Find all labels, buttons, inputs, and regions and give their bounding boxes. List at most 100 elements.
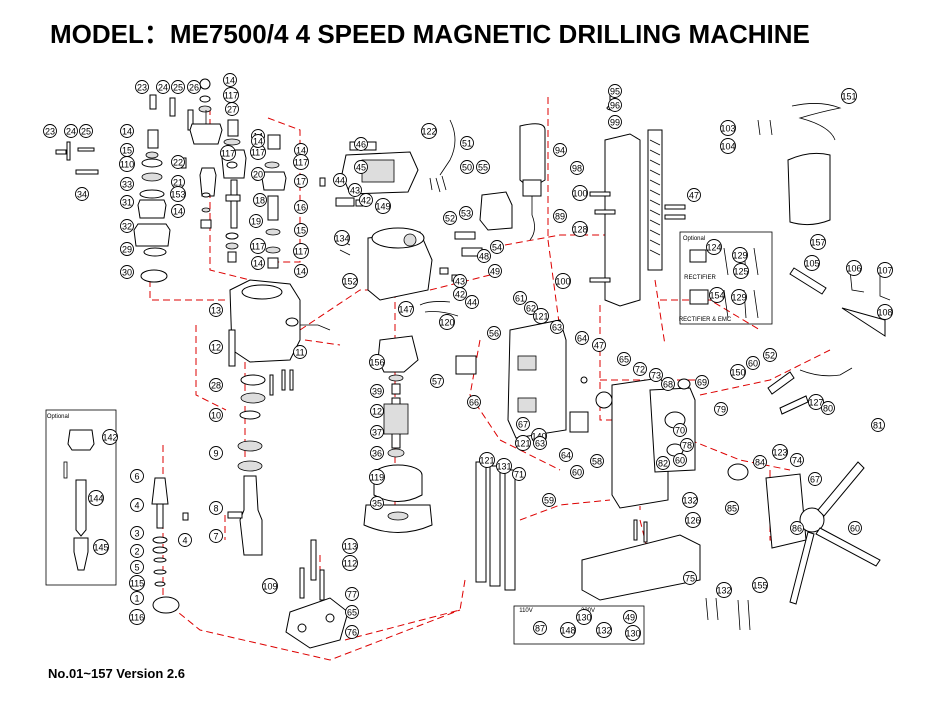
callout-109: 109 [262, 578, 278, 594]
callout-8: 8 [209, 501, 223, 515]
callout-number: 69 [697, 378, 707, 388]
callout-44: 44 [465, 295, 479, 309]
page-title: MODEL：ME7500/4 4 SPEED MAGNETIC DRILLING… [50, 19, 810, 49]
callout-9: 9 [209, 446, 223, 460]
callout-104: 104 [720, 138, 736, 154]
callout-78: 78 [680, 438, 694, 452]
callout-14: 14 [223, 73, 237, 87]
callout-number: 62 [526, 304, 536, 314]
callout-number: 113 [343, 542, 357, 552]
callout-124: 124 [706, 239, 722, 255]
callout-65: 65 [345, 605, 359, 619]
callout-65: 65 [617, 352, 631, 366]
callout-155: 155 [752, 577, 768, 593]
callout-69: 69 [695, 375, 709, 389]
callout-59: 59 [542, 493, 556, 507]
callout-12: 12 [209, 340, 223, 354]
callout-1: 1 [130, 591, 144, 605]
callout-number: 46 [356, 140, 366, 150]
callout-12: 12 [370, 404, 384, 418]
callout-number: 95 [610, 87, 620, 97]
callout-17: 17 [294, 174, 308, 188]
callout-number: 14 [173, 207, 183, 217]
callout-63: 63 [550, 320, 564, 334]
callout-130: 130 [625, 625, 641, 641]
gearbox-housing-group [151, 279, 331, 614]
callout-27: 27 [225, 102, 239, 116]
callout-115: 115 [129, 575, 145, 591]
footer-version: No.01~157 Version 2.6 [48, 666, 185, 681]
callout-60: 60 [848, 521, 862, 535]
callout-number: 77 [347, 590, 357, 600]
callout-4: 4 [178, 533, 192, 547]
callout-129: 129 [731, 289, 747, 305]
callout-number: 156 [369, 358, 384, 368]
callout-119: 119 [369, 469, 385, 485]
callout-number: 117 [251, 242, 265, 252]
callout-number: 154 [709, 291, 724, 301]
callout-22: 22 [171, 155, 185, 169]
callout-145: 145 [93, 539, 109, 555]
callout-number: 10 [211, 411, 221, 421]
callout-43: 43 [453, 274, 467, 288]
callout-123: 123 [772, 444, 788, 460]
callout-number: 119 [370, 473, 384, 483]
callout-70: 70 [673, 423, 687, 437]
callout-number: 12 [372, 407, 382, 417]
callout-number: 130 [625, 629, 640, 639]
callout-95: 95 [608, 84, 622, 98]
callout-number: 126 [685, 516, 700, 526]
callout-number: 63 [552, 323, 562, 333]
callout-14: 14 [120, 124, 134, 138]
callout-58: 58 [590, 454, 604, 468]
callout-55: 55 [476, 160, 490, 174]
callout-39: 39 [370, 384, 384, 398]
callout-number: 89 [555, 212, 565, 222]
callout-number: 121 [533, 312, 548, 322]
callout-73: 73 [649, 368, 663, 382]
callout-128: 128 [572, 221, 588, 237]
callout-24: 24 [156, 80, 170, 94]
callout-number: 19 [251, 217, 261, 227]
callout-number: 44 [335, 176, 345, 186]
callout-132: 132 [716, 582, 732, 598]
callout-100: 100 [572, 185, 588, 201]
callout-147: 147 [398, 301, 414, 317]
callout-63: 63 [533, 436, 547, 450]
callout-number: 6 [134, 472, 139, 482]
callout-116: 116 [129, 609, 145, 625]
callout-25: 25 [79, 124, 93, 138]
callout-number: 105 [804, 259, 819, 269]
callout-number: 63 [535, 439, 545, 449]
callout-number: 127 [808, 398, 823, 408]
callout-number: 13 [211, 306, 221, 316]
callout-number: 100 [555, 277, 570, 287]
callout-number: 4 [182, 536, 187, 546]
callout-number: 153 [170, 190, 185, 200]
callout-79: 79 [714, 402, 728, 416]
callout-number: 60 [675, 456, 685, 466]
callout-number: 34 [77, 190, 87, 200]
callout-74: 74 [790, 453, 804, 467]
callout-19: 19 [249, 214, 263, 228]
callout-23: 23 [43, 124, 57, 138]
callout-120: 120 [439, 314, 455, 330]
callout-number: 2 [134, 547, 139, 557]
callout-number: 132 [716, 586, 731, 596]
rectifier-emc-label: RECTIFIER & EMC [679, 317, 732, 323]
callout-number: 45 [356, 163, 366, 173]
callout-number: 20 [253, 170, 263, 180]
callout-number: 73 [651, 371, 661, 381]
callout-number: 8 [213, 504, 218, 514]
callout-number: 145 [93, 543, 108, 553]
callout-25: 25 [171, 80, 185, 94]
callout-86: 86 [790, 521, 804, 535]
callout-number: 103 [720, 124, 735, 134]
callout-number: 117 [294, 247, 308, 257]
callout-18: 18 [253, 193, 267, 207]
callout-32: 32 [120, 219, 134, 233]
callout-number: 110 [120, 160, 134, 170]
callout-number: 80 [823, 404, 833, 414]
callout-number: 67 [810, 475, 820, 485]
callout-number: 122 [421, 127, 436, 137]
